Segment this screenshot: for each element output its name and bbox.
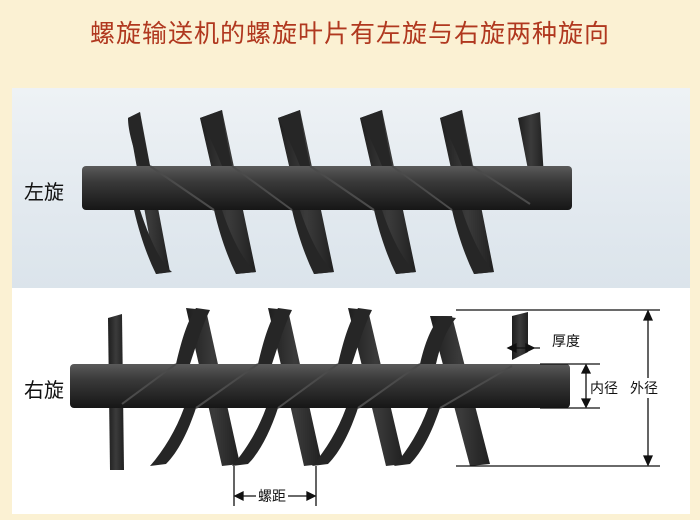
arrow-left-icon <box>233 490 244 502</box>
arrow-down-icon <box>580 398 592 409</box>
dimension-lines <box>233 309 660 506</box>
arrow-up-icon <box>580 363 592 374</box>
left-hand-screw <box>82 110 572 274</box>
arrow-up-icon <box>642 309 654 321</box>
outer-diameter-label: 外径 <box>628 378 660 398</box>
right-hand-label: 右旋 <box>24 378 64 402</box>
left-screw-helix-lines <box>149 165 531 211</box>
right-screw-blades-front <box>150 308 456 466</box>
left-screw-shaft <box>82 166 572 210</box>
right-screw-helix-lines <box>121 363 513 409</box>
page-title: 螺旋输送机的螺旋叶片有左旋与右旋两种旋向 <box>89 19 610 48</box>
left-hand-label: 左旋 <box>24 180 64 204</box>
arrow-right-icon <box>525 342 536 354</box>
right-screw-shaft <box>70 364 570 408</box>
pitch-label: 螺距 <box>256 486 288 506</box>
thickness-label: 厚度 <box>550 331 582 351</box>
arrow-down-icon <box>642 455 654 467</box>
inner-diameter-label: 内径 <box>588 378 620 398</box>
left-screw-blades-front <box>128 110 494 274</box>
arrow-right-icon <box>306 490 317 502</box>
right-hand-screw <box>70 308 570 470</box>
arrow-left-icon <box>506 342 517 354</box>
